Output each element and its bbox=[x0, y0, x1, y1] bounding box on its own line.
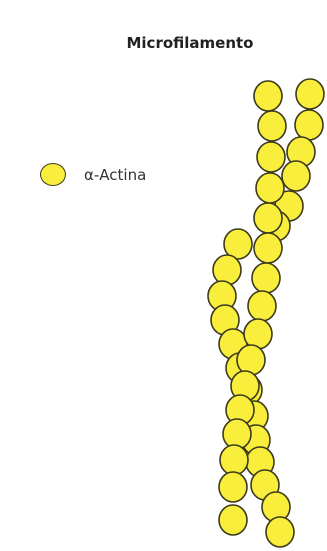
actin-monomer bbox=[219, 472, 247, 502]
actin-monomer bbox=[266, 517, 294, 547]
actin-monomer bbox=[282, 161, 310, 191]
actin-monomer bbox=[254, 81, 282, 111]
actin-monomer bbox=[252, 263, 280, 293]
actin-monomer bbox=[254, 203, 282, 233]
actin-monomer bbox=[295, 110, 323, 140]
actin-monomer bbox=[220, 445, 248, 475]
actin-monomer bbox=[257, 142, 285, 172]
actin-monomer bbox=[254, 233, 282, 263]
actin-monomer bbox=[296, 79, 324, 109]
actin-monomer bbox=[219, 505, 247, 535]
actin-monomer bbox=[258, 111, 286, 141]
actin-monomer bbox=[213, 255, 241, 285]
actin-monomer bbox=[237, 345, 265, 375]
actin-monomer bbox=[256, 173, 284, 203]
actin-monomer bbox=[248, 291, 276, 321]
